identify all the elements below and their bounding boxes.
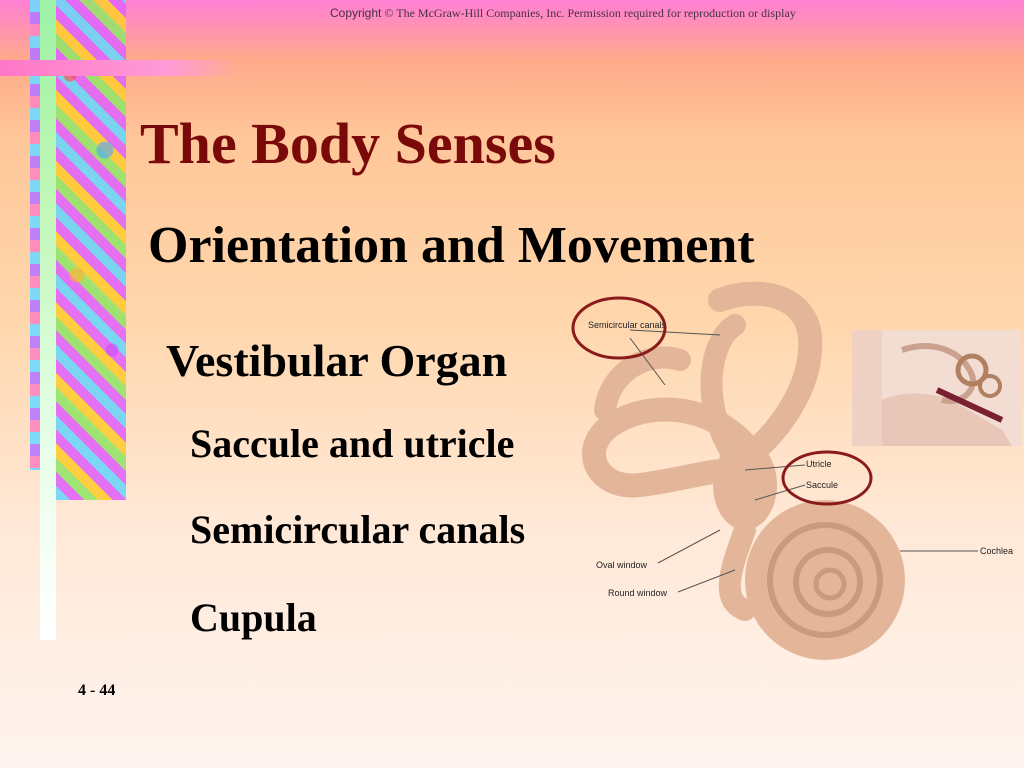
slide-subtitle: Orientation and Movement — [148, 217, 755, 274]
label-oval-window: Oval window — [596, 560, 648, 570]
decorative-stripe — [30, 0, 42, 470]
label-utricle: Utricle — [806, 459, 832, 469]
semicircular-canal-shape — [594, 346, 691, 421]
bullet-item: Saccule and utricle — [190, 421, 515, 466]
decorative-pattern — [56, 0, 126, 500]
copyright-text: © The McGraw-Hill Companies, Inc. Permis… — [384, 6, 796, 20]
highlight-circle — [781, 450, 873, 506]
copyright-prefix: Copyright — [330, 6, 382, 20]
label-saccule: Saccule — [806, 480, 838, 490]
label-round-window: Round window — [608, 588, 668, 598]
top-accent-band — [0, 60, 240, 76]
label-cochlea: Cochlea — [980, 546, 1013, 556]
left-accent-strip — [40, 0, 56, 640]
label-semicircular-canals: Semicircular canals — [588, 320, 667, 330]
slide-title: The Body Senses — [140, 111, 556, 176]
highlight-circle — [571, 296, 667, 360]
bullet-item: Semicircular canals — [190, 507, 526, 552]
semicircular-canal-shape — [582, 397, 762, 498]
vestibular-organ-diagram: Semicircular canals Utricle Saccule Oval… — [571, 281, 1013, 660]
copyright-notice: Copyright © The McGraw-Hill Companies, I… — [330, 6, 796, 21]
page-number: 4 - 44 — [78, 682, 116, 699]
semicircular-canal-shape — [708, 281, 823, 467]
bullet-item: Cupula — [190, 595, 317, 640]
vestibule-shape — [713, 440, 777, 530]
ear-overview-image — [852, 330, 1022, 446]
topic-heading: Vestibular Organ — [166, 335, 508, 386]
